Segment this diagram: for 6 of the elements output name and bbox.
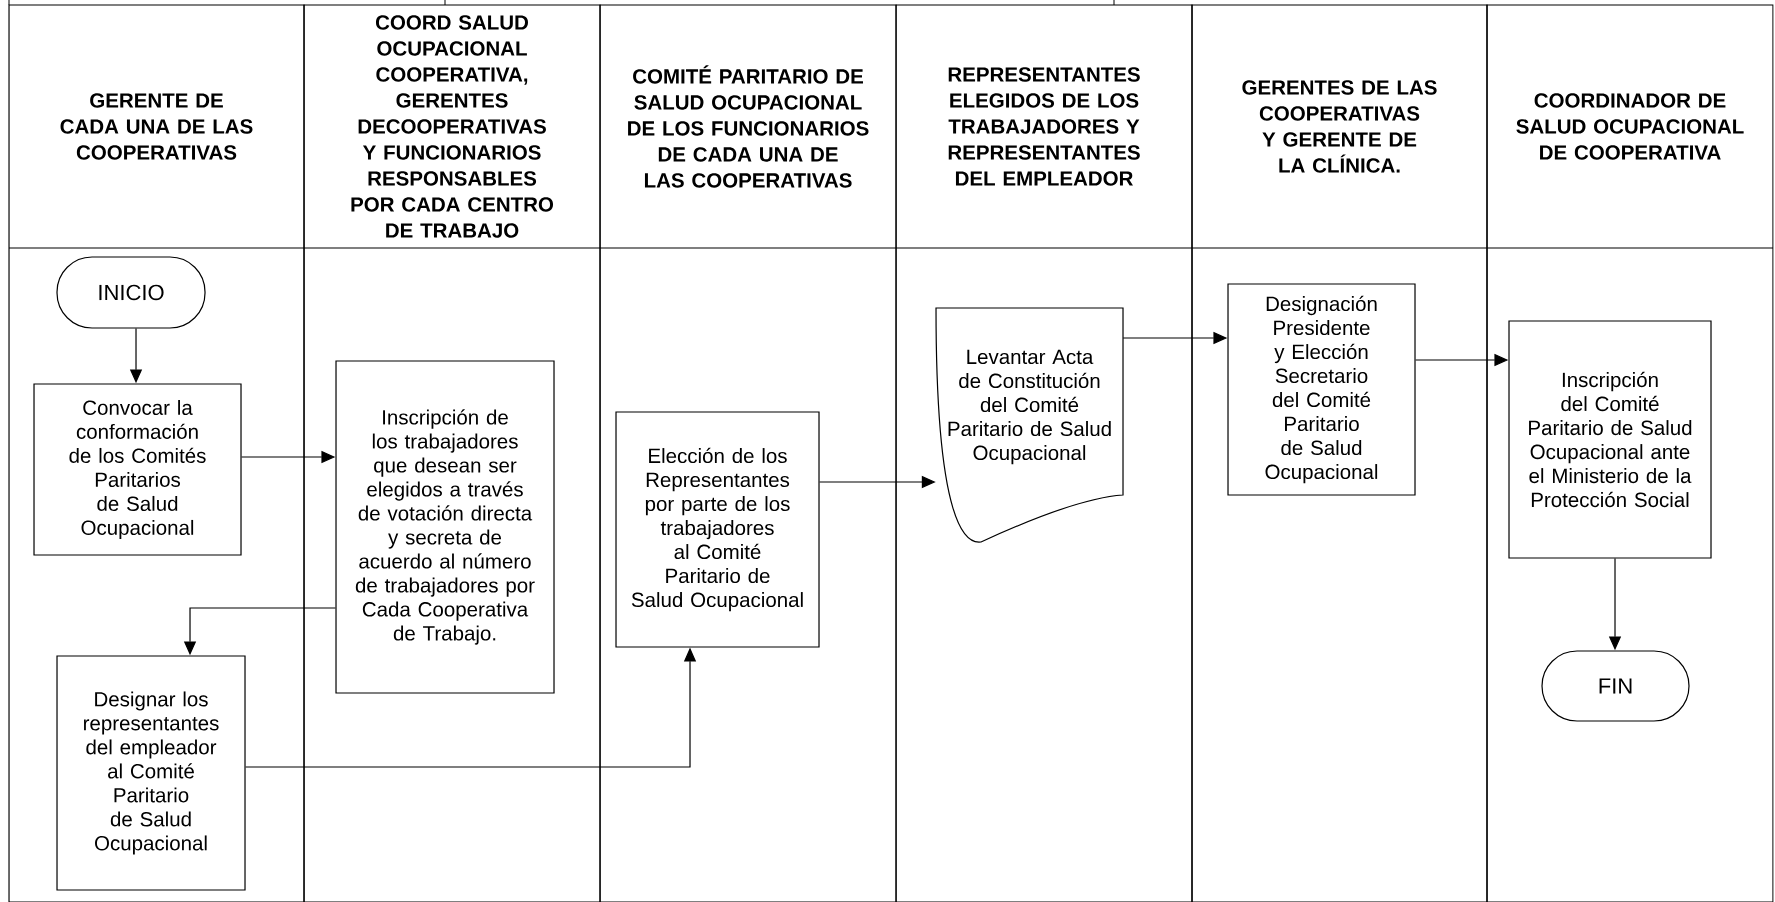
process-box: Designar los representantes del empleador al Comité Paritario de Salud Ocupacional (56, 655, 246, 891)
process-box: Elección de los Representantes por parte de los trabajadores al Comité Paritario de Salud Ocupacional (615, 411, 820, 648)
process-box: Inscripción del Comité Paritario de Salud Ocupacional ante el Ministerio de la Protección Social (1508, 320, 1712, 559)
process-box: Designación Presidente y Elección Secretario del Comité Paritario de Salud Ocupacional (1227, 283, 1416, 496)
process-box: Inscripción de los trabajadores que desean ser elegidos a través de votación directa y secreta de acuerdo al número de trabajadores por Cada Cooperativa de Trabajo. (335, 360, 555, 694)
process-box: Convocar la conformación de los Comités Paritarios de Salud Ocupacional (33, 383, 242, 556)
